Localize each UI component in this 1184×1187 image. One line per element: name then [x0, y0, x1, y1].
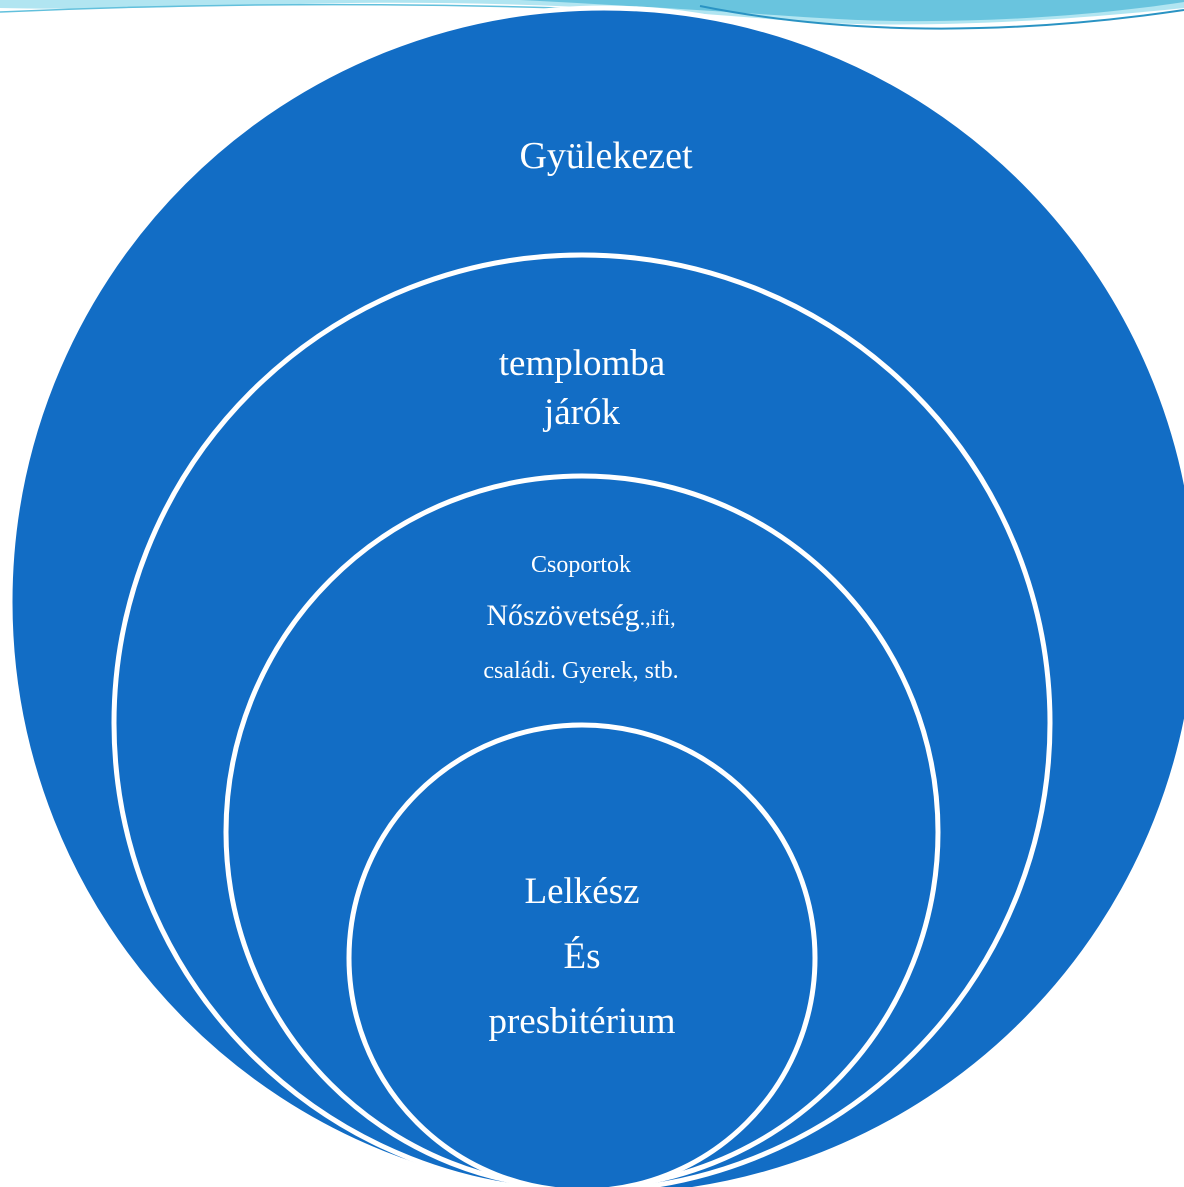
circle-level-4: Lelkész És presbitérium — [346, 722, 818, 1187]
label-jarok: járók — [542, 392, 621, 433]
label-csaladi-gyerek: családi. Gyerek, stb. — [483, 658, 678, 684]
label-csoportok: Csoportok — [531, 552, 631, 578]
label-gyulekezet: Gyülekezet — [519, 135, 692, 177]
circle-lelkesz — [346, 722, 818, 1187]
wave-line-deep — [699, 5, 1184, 30]
wave-line-light — [0, 3, 561, 13]
top-wave-decoration — [0, 0, 1184, 30]
label-noszovetseg: Nőszövetség.,ifi, — [486, 599, 675, 632]
label-noszovetseg-main: Nőszövetség — [486, 599, 639, 632]
label-templomba: templomba — [499, 343, 665, 384]
label-es: És — [564, 935, 601, 977]
wave-band-mid — [520, 0, 1184, 22]
label-noszovetseg-suffix: .,ifi, — [640, 605, 676, 630]
label-presbiterium: presbitérium — [488, 1001, 675, 1042]
label-lelkesz: Lelkész — [524, 871, 639, 912]
